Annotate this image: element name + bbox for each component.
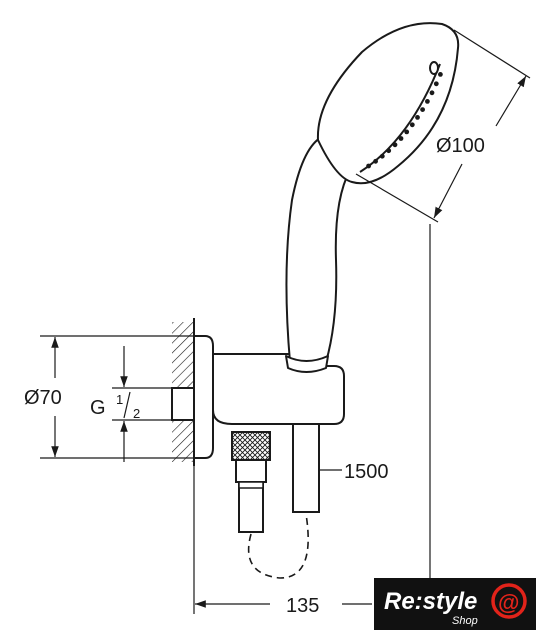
thread-denominator: 2	[133, 406, 140, 421]
spray-nozzle	[379, 153, 385, 159]
thread-size-label: G 1 2	[90, 391, 140, 421]
dimension-projection	[193, 224, 431, 614]
spray-nozzle	[429, 90, 435, 96]
spray-nozzle	[373, 158, 378, 164]
spray-nozzle	[433, 81, 439, 87]
spray-nozzle	[398, 136, 404, 141]
dimension-head-diameter	[355, 29, 531, 223]
spray-nozzle	[420, 107, 425, 112]
projection-label: 135	[286, 595, 319, 617]
spray-nozzle	[392, 142, 398, 148]
logo-at-icon: @	[498, 590, 519, 615]
spray-nozzle	[425, 99, 430, 104]
shower-head	[316, 22, 460, 185]
outlet-diameter-label: Ø70	[24, 387, 62, 409]
hand-shower	[285, 22, 460, 373]
dimension-outlet-diameter	[40, 335, 195, 459]
logo-sub-text: Shop	[452, 615, 478, 627]
spray-button	[429, 61, 439, 75]
spray-nozzle	[409, 122, 415, 128]
spray-nozzle	[386, 148, 392, 154]
spray-nozzles	[366, 72, 443, 169]
logo-ring-icon	[491, 583, 527, 619]
spray-nozzle	[404, 129, 410, 135]
shower-collar	[285, 355, 329, 373]
spray-nozzle	[415, 115, 420, 120]
restyle-shop-logo: Re:style Shop @	[374, 578, 536, 630]
dimension-thread	[112, 346, 180, 462]
head-diameter-label: Ø100	[436, 135, 485, 157]
thread-numerator: 1	[116, 392, 123, 407]
spray-nozzle	[366, 163, 371, 169]
hose-length-label: 1500	[344, 461, 389, 483]
thread-prefix: G	[90, 397, 106, 419]
thread-fraction-bar	[123, 391, 131, 419]
shower-head-face	[359, 63, 441, 173]
hose-connector-nut	[231, 431, 271, 489]
logo-brand-text: Re:style	[384, 588, 477, 615]
spray-nozzle	[438, 72, 443, 77]
